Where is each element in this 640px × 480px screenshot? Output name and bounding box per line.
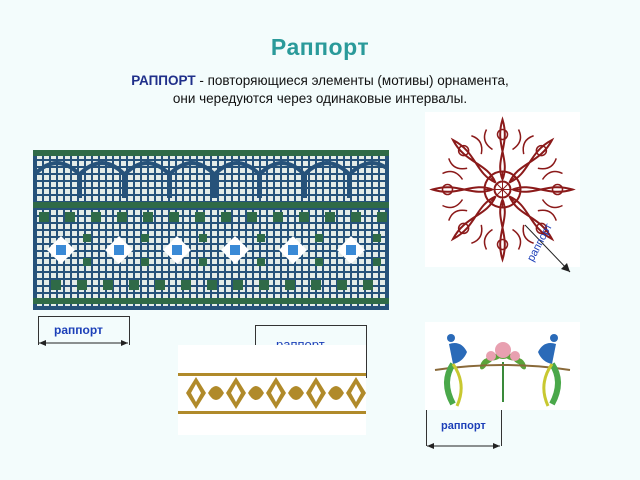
mosaic-ornament-image: [33, 150, 389, 310]
definition-text: - повторяющиеся элементы (мотивы) орнаме…: [195, 73, 509, 88]
rosette-ornament-image: [425, 112, 580, 267]
right-repeat-label: раппорт: [441, 420, 486, 432]
rosette-arrow: [520, 220, 580, 300]
definition: РАППОРТ - повторяющиеся элементы (мотивы…: [70, 72, 570, 108]
left-repeat-label: раппорт: [54, 323, 103, 337]
definition-line2: они чередуются через одинаковые интервал…: [172, 91, 468, 106]
right-repeat-arrow: [426, 441, 502, 451]
right-repeat-bracket: [426, 410, 502, 446]
gold-border-ornament-image: [178, 345, 366, 435]
peacock-ornament-image: [425, 322, 580, 410]
left-repeat-arrow: [38, 338, 130, 348]
definition-term: РАППОРТ: [131, 73, 196, 88]
left-repeat-bracket: [38, 316, 130, 345]
page-title: Раппорт: [270, 34, 370, 60]
